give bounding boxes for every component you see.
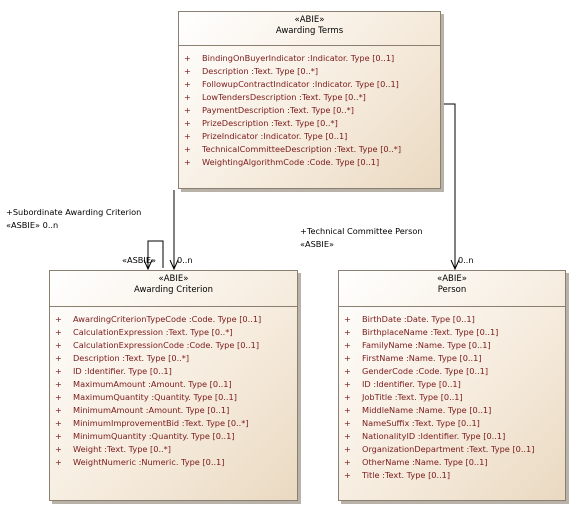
attribute-row[interactable]: +TechnicalCommitteeDescription :Text. Ty… <box>184 144 402 154</box>
class-header: «ABIE» Person <box>339 271 565 296</box>
class-name: Person <box>437 285 467 295</box>
attribute-row[interactable]: +MinimumAmount :Amount. Type [0..1] <box>55 405 230 415</box>
attribute-row[interactable]: +MinimumImprovementBid :Text. Type [0..*… <box>55 418 249 428</box>
attribute-row[interactable]: +LowTendersDescription :Text. Type [0..*… <box>184 92 366 102</box>
class-header: «ABIE» Awarding Terms <box>179 12 440 37</box>
subordinate-end-stereotype: «ASBIE» <box>122 255 157 265</box>
class-divider <box>339 306 565 307</box>
connector-terms-person <box>441 103 456 268</box>
attribute-row[interactable]: +FirstName :Name. Type [0..1] <box>344 353 482 363</box>
attribute-row[interactable]: +BindingOnBuyerIndicator :Indicator. Typ… <box>184 53 395 63</box>
attribute-row[interactable]: +WeightingAlgorithmCode :Code. Type [0..… <box>184 157 380 167</box>
class-awarding-criterion[interactable]: «ABIE» Awarding Criterion +AwardingCrite… <box>49 270 298 501</box>
technical-stereotype-label: «ASBIE» <box>300 239 335 249</box>
class-divider <box>179 45 440 46</box>
attribute-row[interactable]: +Title :Text. Type [0..1] <box>344 470 451 480</box>
attribute-row[interactable]: +MaximumAmount :Amount. Type [0..1] <box>55 379 232 389</box>
connector-self-association <box>147 240 164 268</box>
attribute-row[interactable]: +FollowupContractIndicator :Indicator. T… <box>184 79 399 89</box>
arrowhead-criterion <box>169 259 179 271</box>
attribute-row[interactable]: +PaymentDescription :Text. Type [0..*] <box>184 105 354 115</box>
attribute-row[interactable]: +NameSuffix :Text. Type [0..1] <box>344 418 480 428</box>
attribute-row[interactable]: +WeightNumeric :Numeric. Type [0..1] <box>55 457 225 467</box>
attribute-row[interactable]: +Description :Text. Type [0..*] <box>184 66 319 76</box>
attribute-row[interactable]: +PrizeDescription :Text. Type [0..*] <box>184 118 338 128</box>
attribute-row[interactable]: +MiddleName :Name. Type [0..1] <box>344 405 492 415</box>
attribute-row[interactable]: +NationalityID :Identifier. Type [0..1] <box>344 431 506 441</box>
attribute-list: +BindingOnBuyerIndicator :Indicator. Typ… <box>184 52 401 169</box>
attribute-row[interactable]: +MaximumQuantity :Quantity. Type [0..1] <box>55 392 237 402</box>
stereotype-label: «ABIE» <box>437 274 467 284</box>
class-person[interactable]: «ABIE» Person +BirthDate :Date. Type [0.… <box>338 270 566 501</box>
subordinate-role-label: +Subordinate Awarding Criterion <box>6 207 142 217</box>
attribute-row[interactable]: +Weight :Text. Type [0..*] <box>55 444 171 454</box>
attribute-row[interactable]: +FamilyName :Name. Type [0..1] <box>344 340 491 350</box>
attribute-row[interactable]: +ID :Identifier. Type [0..1] <box>344 379 461 389</box>
class-awarding-terms[interactable]: «ABIE» Awarding Terms +BindingOnBuyerInd… <box>178 11 441 189</box>
attribute-list: +AwardingCriterionTypeCode :Code. Type [… <box>55 313 261 469</box>
technical-role-label: +Technical Committee Person <box>300 226 423 236</box>
attribute-row[interactable]: +CalculationExpression :Text. Type [0..*… <box>55 327 233 337</box>
attribute-row[interactable]: +MinimumQuantity :Quantity. Type [0..1] <box>55 431 235 441</box>
class-header: «ABIE» Awarding Criterion <box>50 271 297 296</box>
attribute-row[interactable]: +AwardingCriterionTypeCode :Code. Type [… <box>55 314 262 324</box>
class-name: Awarding Criterion <box>133 285 213 295</box>
attribute-row[interactable]: +Description :Text. Type [0..*] <box>55 353 190 363</box>
subordinate-end-multiplicity: 0..n <box>177 255 193 265</box>
arrowhead-self <box>143 259 153 271</box>
attribute-row[interactable]: +BirthDate :Date. Type [0..1] <box>344 314 475 324</box>
attribute-list: +BirthDate :Date. Type [0..1] +Birthplac… <box>344 313 534 482</box>
subordinate-stereotype-multiplicity: «ASBIE» 0..n <box>6 220 59 230</box>
class-divider <box>50 306 297 307</box>
arrowhead-person <box>450 259 460 271</box>
class-name: Awarding Terms <box>275 26 344 36</box>
attribute-row[interactable]: +ID :Identifier. Type [0..1] <box>55 366 172 376</box>
attribute-row[interactable]: +JobTitle :Text. Type [0..1] <box>344 392 463 402</box>
attribute-row[interactable]: +OrganizationDepartment :Text. Type [0..… <box>344 444 535 454</box>
attribute-row[interactable]: +CalculationExpressionCode :Code. Type [… <box>55 340 260 350</box>
attribute-row[interactable]: +GenderCode :Code. Type [0..1] <box>344 366 489 376</box>
attribute-row[interactable]: +PrizeIndicator :Indicator. Type [0..1] <box>184 131 348 141</box>
attribute-row[interactable]: +OtherName :Name. Type [0..1] <box>344 457 488 467</box>
stereotype-label: «ABIE» <box>294 15 325 25</box>
stereotype-label: «ABIE» <box>158 274 189 284</box>
technical-end-multiplicity: 0..n <box>458 255 474 265</box>
attribute-row[interactable]: +BirthplaceName :Text. Type [0..1] <box>344 327 499 337</box>
